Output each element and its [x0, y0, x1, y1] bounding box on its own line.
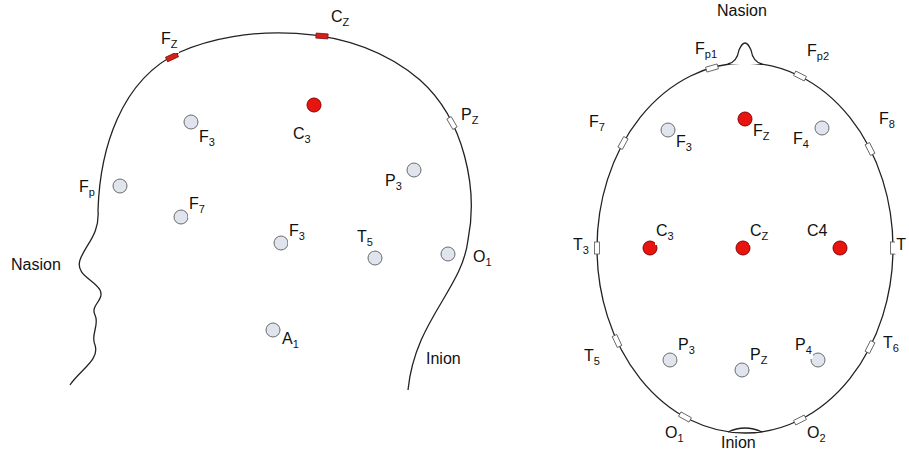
electrode-label: FZ	[160, 30, 179, 53]
electrode-dot	[274, 236, 288, 250]
electrode-label: C3	[292, 125, 312, 148]
electrode-marker	[618, 137, 628, 150]
electrode-label: FZ	[752, 122, 771, 145]
electrode-dot	[184, 115, 198, 129]
electrode-dot	[407, 163, 421, 177]
electrode-dot	[663, 353, 677, 367]
electrode-label: O2	[806, 424, 827, 447]
electrode-label: T5	[356, 228, 374, 251]
electrode-label: F3	[198, 128, 216, 151]
electrode-marker	[679, 412, 692, 422]
head-profile	[70, 33, 471, 390]
electrode-dot	[736, 241, 750, 255]
electrode-label: A1	[281, 330, 300, 353]
electrode-marker	[794, 71, 807, 81]
electrode-label: O1	[664, 424, 685, 447]
electrode-label: C4	[806, 222, 828, 240]
electrode-dot	[815, 121, 829, 135]
electrode-label: CZ	[330, 8, 350, 31]
electrode-dot	[441, 247, 455, 261]
electrode-label: Fp	[78, 178, 96, 201]
electrode-marker	[166, 52, 179, 62]
nose	[728, 43, 762, 64]
electrode-marker	[595, 242, 600, 254]
electrode-marker	[865, 341, 875, 354]
electrode-label: P3	[677, 336, 696, 359]
electrode-label: P3	[384, 172, 403, 195]
electrode-label: Fp1	[694, 40, 718, 63]
inion-notch	[728, 428, 762, 432]
electrode-marker	[447, 117, 457, 130]
electrode-dot	[833, 241, 847, 255]
electrode-label: Fp2	[806, 42, 830, 65]
electrode-dots	[113, 98, 455, 337]
electrode-label: F7	[588, 113, 606, 136]
electrode-label: Nasion	[716, 2, 768, 20]
electrode-label: T6	[882, 334, 900, 357]
electrode-marker	[316, 33, 328, 39]
electrode-label: P4	[794, 336, 813, 359]
electrode-marker	[794, 415, 807, 425]
electrode-dot	[113, 179, 127, 193]
electrode-label: F3	[288, 222, 306, 245]
electrode-label: C3	[655, 222, 675, 245]
electrode-label: Inion	[720, 434, 757, 452]
electrode-marker	[706, 64, 719, 72]
electrode-label: PZ	[749, 346, 768, 369]
electrode-dot	[738, 112, 752, 126]
electrode-label: F4	[792, 130, 810, 153]
electrode-label: T3	[572, 236, 590, 259]
electrode-label: O1	[472, 248, 493, 271]
electrode-dot	[661, 123, 675, 137]
electrode-label: F7	[188, 195, 206, 218]
electrode-dot	[174, 210, 188, 224]
electrode-dot	[811, 353, 825, 367]
electrode-dot	[307, 98, 321, 112]
electrode-marker	[865, 143, 875, 156]
electrode-label: Inion	[425, 350, 462, 368]
electrode-label: T5	[583, 347, 601, 370]
electrode-label: F3	[675, 133, 693, 156]
electrode-dot	[735, 363, 749, 377]
electrode-label: PZ	[460, 106, 479, 129]
electrode-label: Nasion	[10, 256, 62, 274]
electrode-label: F8	[878, 110, 896, 133]
electrode-dot	[368, 251, 382, 265]
electrode-label: CZ	[749, 222, 769, 245]
electrode-label: T	[895, 236, 907, 254]
electrode-dot	[266, 323, 280, 337]
electrode-marker	[612, 335, 622, 348]
electrode-markers	[595, 64, 896, 425]
head-top	[597, 63, 893, 433]
electrode-dots	[643, 112, 847, 377]
